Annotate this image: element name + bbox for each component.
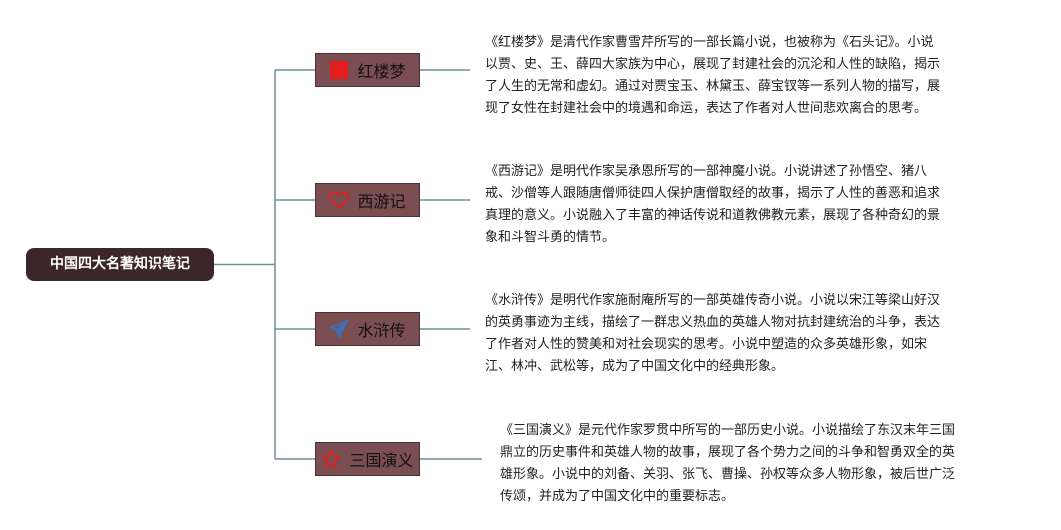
branch-hongloumeng[interactable]: 红楼梦 xyxy=(315,53,420,87)
description-shuihuzhuan: 《水浒传》是明代作家施耐庵所写的一部英雄传奇小说。小说以宋江等梁山好汉 的英勇事… xyxy=(485,290,940,378)
description-line: 现了女性在封建社会中的境遇和命运，表达了作者对人世间悲欢离合的思考。 xyxy=(485,101,928,116)
description-line: 江、林冲、武松等，成为了中国文化中的经典形象。 xyxy=(485,359,785,374)
branch-label: 西游记 xyxy=(357,192,406,211)
star-icon xyxy=(321,449,341,469)
description-line: 了人生的无常和虚幻。通过对贾宝玉、林黛玉、薛宝钗等一系列人物的描写，展 xyxy=(485,79,941,94)
root-label: 中国四大名著知识笔记 xyxy=(50,256,190,272)
description-line: 象和斗智斗勇的情节。 xyxy=(485,230,616,245)
description-line: 了作者对人性的赞美和对社会现实的思考。小说中塑造的众多英雄形象，如宋 xyxy=(485,337,928,352)
heart-icon xyxy=(329,190,350,210)
description-line: 《红楼梦》是清代作家曹雪芹所写的一部长篇小说，也被称为《石头记》。小说 xyxy=(485,35,934,50)
branch-xiyouji[interactable]: 西游记 xyxy=(315,183,420,217)
branch-label: 红楼梦 xyxy=(357,62,406,81)
description-xiyouji: 《西游记》是明代作家吴承恩所写的一部神魔小说。小说讲述了孙悟空、猪八 戒、沙僧等… xyxy=(485,161,940,249)
description-line: 鼎立的历史事件和英雄人物的故事，展现了各个势力之间的斗争和智勇双全的英 xyxy=(500,445,956,460)
description-line: 《西游记》是明代作家吴承恩所写的一部神魔小说。小说讲述了孙悟空、猪八 xyxy=(485,164,928,179)
description-line: 《水浒传》是明代作家施耐庵所写的一部英雄传奇小说。小说以宋江等梁山好汉 xyxy=(485,293,941,308)
paper-plane-icon xyxy=(329,319,349,339)
description-line: 传颂，并成为了中国文化中的重要标志。 xyxy=(500,489,735,504)
branch-label: 水浒传 xyxy=(357,321,406,340)
branch-label: 三国演义 xyxy=(349,451,414,470)
description-line: 以贾、史、王、薛四大家族为中心，展现了封建社会的沉沦和人性的缺陷，揭示 xyxy=(485,57,941,72)
root-node[interactable]: 中国四大名著知识笔记 xyxy=(26,248,214,281)
red-square-icon xyxy=(329,60,349,80)
description-line: 雄形象。小说中的刘备、关羽、张飞、曹操、孙权等众多人物形象，被后世广泛 xyxy=(500,467,956,482)
description-hongloumeng: 《红楼梦》是清代作家曹雪芹所写的一部长篇小说，也被称为《石头记》。小说 以贾、史… xyxy=(485,32,940,120)
description-sanguoyanyi: 《三国演义》是元代作家罗贯中所写的一部历史小说。小说描绘了东汉末年三国 鼎立的历… xyxy=(500,420,955,508)
branch-shuihuzhuan[interactable]: 水浒传 xyxy=(315,312,420,346)
branch-sanguoyanyi[interactable]: 三国演义 xyxy=(315,442,420,476)
description-line: 的英勇事迹为主线，描绘了一群忠义热血的英雄人物对抗封建统治的斗争，表达 xyxy=(485,315,941,330)
description-line: 戒、沙僧等人跟随唐僧师徒四人保护唐僧取经的故事，揭示了人性的善恶和追求 xyxy=(485,186,941,201)
description-line: 真理的意义。小说融入了丰富的神话传说和道教佛教元素，展现了各种奇幻的景 xyxy=(485,208,941,223)
description-line: 《三国演义》是元代作家罗贯中所写的一部历史小说。小说描绘了东汉末年三国 xyxy=(500,423,956,438)
